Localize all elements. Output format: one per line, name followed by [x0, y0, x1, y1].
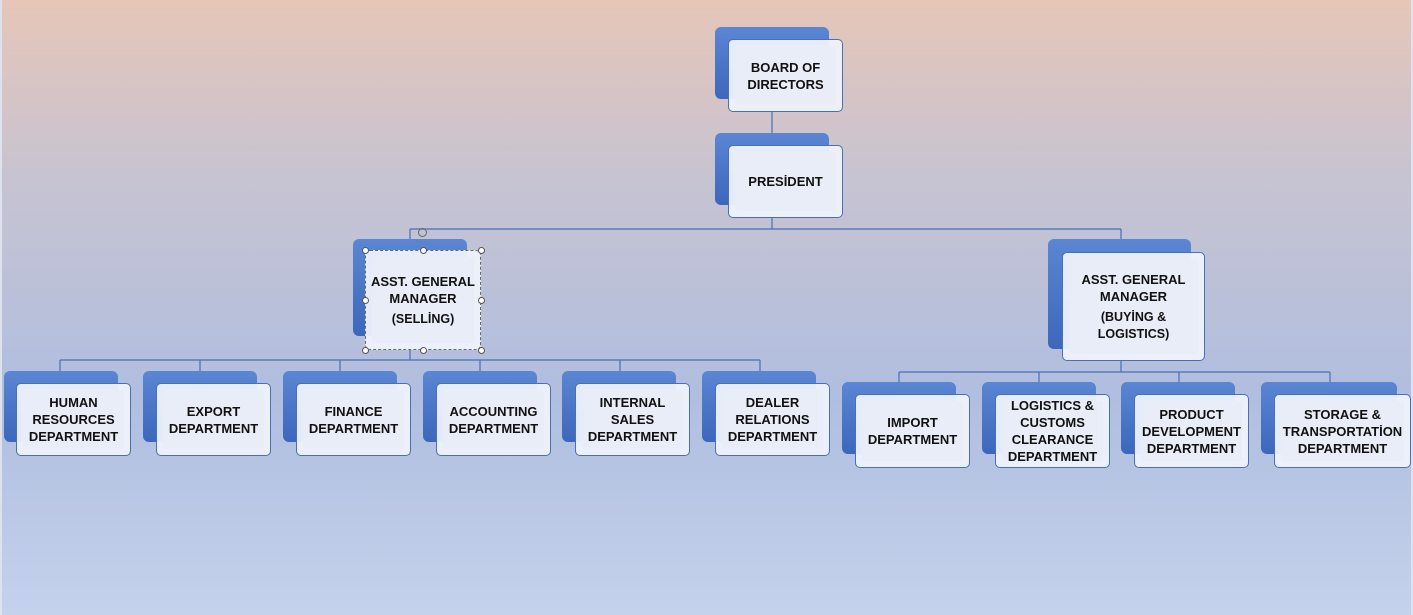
product-development-department-node[interactable]: PRODUCT DEVELOPMENT DEPARTMENT	[1121, 382, 1249, 468]
rotate-handle-icon[interactable]	[418, 228, 427, 237]
dealer-relations-department-node[interactable]: DEALER RELATIONS DEPARTMENT	[702, 371, 830, 456]
storage-transportation-department-node[interactable]: STORAGE & TRANSPORTATİON DEPARTMENT	[1261, 382, 1411, 468]
department-label: DEALER RELATIONS DEPARTMENT	[727, 395, 818, 444]
department-label: STORAGE & TRANSPORTATİON DEPARTMENT	[1282, 406, 1403, 456]
internal-sales-department-node[interactable]: INTERNAL SALES DEPARTMENT	[562, 371, 690, 456]
department-label: PRODUCT DEVELOPMENT DEPARTMENT	[1142, 406, 1241, 456]
department-label: HUMAN RESOURCES DEPARTMENT	[28, 395, 119, 444]
agm-buying-node[interactable]: ASST. GENERAL MANAGER (BUYİNG & LOGISTIC…	[1048, 239, 1205, 362]
resize-handle-se[interactable]	[478, 347, 485, 354]
resize-handle-s[interactable]	[420, 347, 427, 354]
resize-handle-nw[interactable]	[362, 247, 369, 254]
agm-buying-sub: (BUYİNG & LOGISTICS)	[1097, 309, 1170, 341]
human-resources-department-node[interactable]: HUMAN RESOURCES DEPARTMENT	[4, 371, 131, 456]
resize-handle-sw[interactable]	[362, 347, 369, 354]
agm-buying-label: ASST. GENERAL MANAGER	[1081, 271, 1186, 304]
department-label: ACCOUNTING DEPARTMENT	[448, 403, 539, 436]
logistics-customs-clearance-department-node[interactable]: LOGISTICS & CUSTOMS CLEARANCE DEPARTMENT	[982, 382, 1110, 468]
resize-handle-e[interactable]	[478, 297, 485, 304]
board-of-directors-node[interactable]: BOARD OF DIRECTORS	[715, 27, 843, 113]
finance-department-node[interactable]: FINANCE DEPARTMENT	[283, 371, 411, 456]
department-label: LOGISTICS & CUSTOMS CLEARANCE DEPARTMENT	[1007, 398, 1098, 464]
resize-handle-n[interactable]	[420, 247, 427, 254]
president-label: PRESİDENT	[748, 174, 823, 189]
resize-handle-w[interactable]	[362, 297, 369, 304]
agm-selling-node[interactable]: ASST. GENERAL MANAGER (SELLİNG)	[353, 228, 485, 354]
agm-selling-label: ASST. GENERAL MANAGER	[370, 273, 475, 306]
president-node[interactable]: PRESİDENT	[715, 133, 843, 219]
export-department-node[interactable]: EXPORT DEPARTMENT	[143, 371, 271, 456]
accounting-department-node[interactable]: ACCOUNTING DEPARTMENT	[423, 371, 551, 456]
agm-selling-sub: (SELLİNG)	[391, 311, 455, 326]
department-label: IMPORT DEPARTMENT	[867, 415, 958, 447]
department-label: INTERNAL SALES DEPARTMENT	[587, 395, 678, 444]
board-label: BOARD OF DIRECTORS	[747, 59, 824, 92]
right-edge	[1411, 0, 1413, 615]
resize-handle-ne[interactable]	[478, 247, 485, 254]
department-label: FINANCE DEPARTMENT	[308, 403, 399, 436]
department-label: EXPORT DEPARTMENT	[168, 403, 259, 436]
left-edge	[0, 0, 2, 615]
import-department-node[interactable]: IMPORT DEPARTMENT	[842, 382, 970, 468]
